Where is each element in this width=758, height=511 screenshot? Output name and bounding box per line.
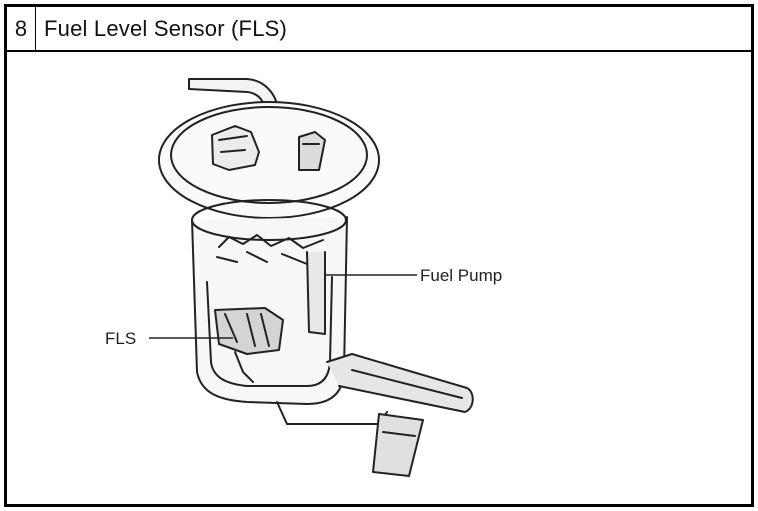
section-title: Fuel Level Sensor (FLS): [44, 15, 288, 41]
vent-block: [298, 131, 326, 171]
section-header: 8 Fuel Level Sensor (FLS): [7, 7, 751, 52]
flange-rim: [170, 106, 368, 204]
reservoir: [206, 276, 333, 387]
electrical-connector: [211, 125, 260, 171]
fls-sensor: [214, 307, 284, 355]
document-frame: 8 Fuel Level Sensor (FLS): [4, 4, 754, 507]
fuel-pump-part: [306, 251, 326, 335]
flange-plate: [158, 101, 380, 219]
fls-label: FLS: [105, 329, 136, 348]
pump-body-top: [191, 199, 347, 241]
float: [372, 413, 424, 477]
fuel-pump-label: Fuel Pump: [420, 266, 502, 285]
fuel-pump-diagram: Fuel Pump FLS: [105, 78, 502, 477]
section-number: 8: [7, 7, 36, 50]
